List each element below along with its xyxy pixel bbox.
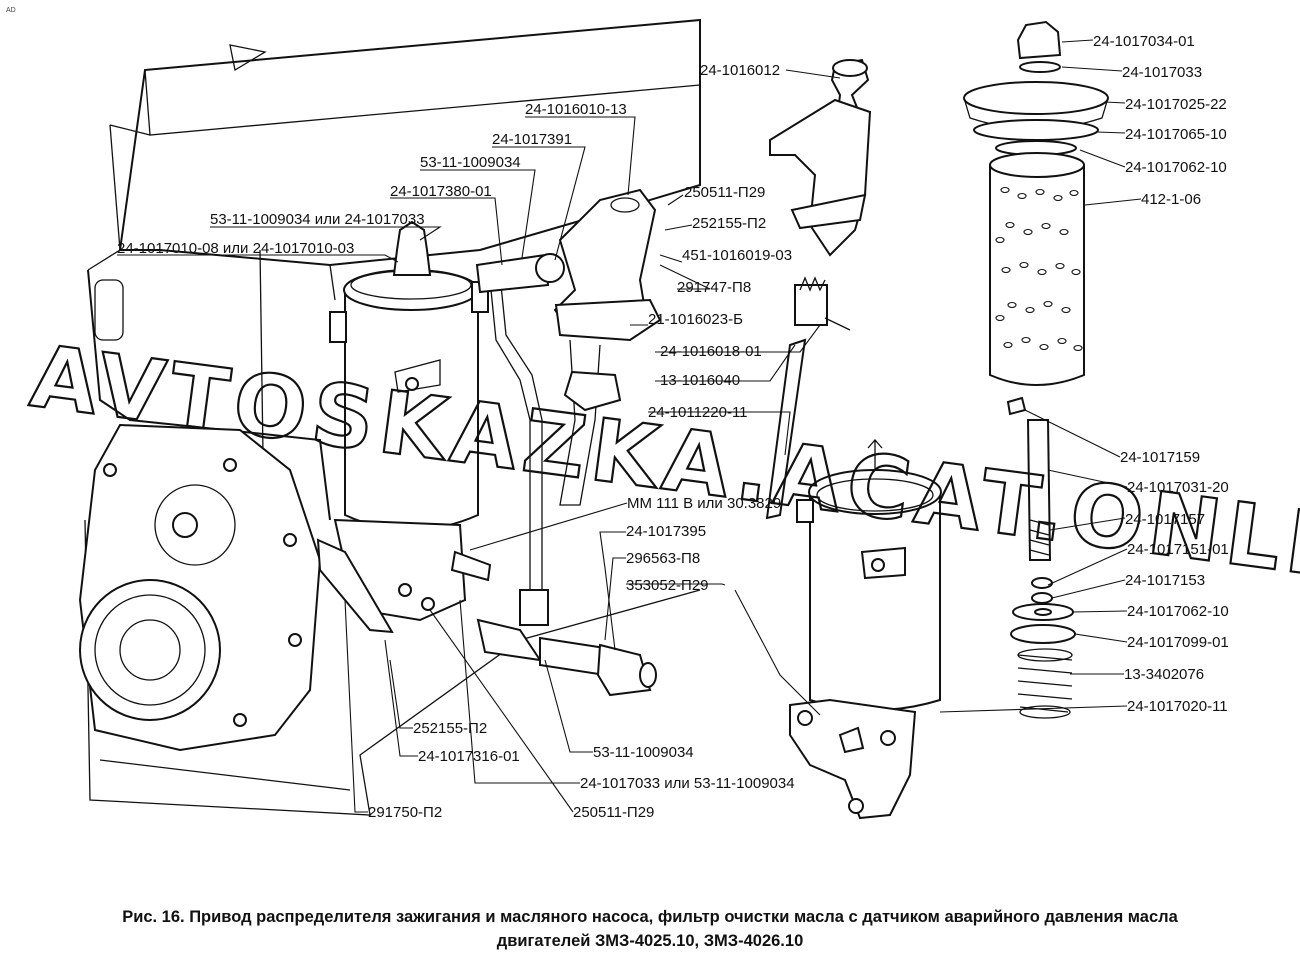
label-24-1011220-11: 24-1011220-11: [648, 404, 748, 421]
label-24-1017157: 24-1017157: [1125, 511, 1205, 528]
exploded-parts-diagram: AD: [6, 7, 1300, 821]
label-250511-p29-top: 250511-П29: [684, 184, 765, 201]
distributor-drive: [765, 58, 872, 520]
label-24-1017020-11: 24-1017020-11: [1127, 698, 1228, 715]
label-291747-p8: 291747-П8: [677, 279, 751, 296]
figure-caption: Рис. 16. Привод распределителя зажигания…: [0, 905, 1300, 953]
label-24-1017380-01: 24-1017380-01: [390, 183, 492, 200]
label-24-1017025-22: 24-1017025-22: [1125, 96, 1227, 113]
label-53-11-1009034-top: 53-11-1009034: [420, 154, 521, 171]
part-labels-left: 24-1016012 24-1016010-13 24-1017391 53-1…: [117, 62, 795, 821]
label-53-11-1009034-bottom: 53-11-1009034: [593, 744, 694, 761]
label-24-1016010-13: 24-1016010-13: [525, 101, 627, 118]
label-24-1017033: 24-1017033: [1122, 64, 1202, 81]
label-24-1017033-or-53-11-1009034: 24-1017033 или 53-11-1009034: [580, 775, 795, 792]
label-13-3402076: 13-3402076: [1124, 666, 1204, 683]
label-296563-p8: 296563-П8: [626, 550, 700, 567]
label-24-1017151-01: 24-1017151-01: [1127, 541, 1229, 558]
label-24-1016018-01: 24-1016018-01: [660, 343, 762, 360]
label-412-1-06: 412-1-06: [1141, 191, 1201, 208]
label-24-1017391: 24-1017391: [492, 131, 572, 148]
part-labels-right: 24-1017034-01 24-1017033 24-1017025-22 2…: [1093, 33, 1229, 715]
label-451-1016019-03: 451-1016019-03: [682, 247, 792, 264]
label-13-1016040: 13-1016040: [660, 372, 740, 389]
label-291750-p2: 291750-П2: [368, 804, 442, 821]
label-24-1017010: 24-1017010-08 или 24-1017010-03: [117, 240, 354, 257]
oil-pipe: [475, 253, 565, 626]
caption-line-2: двигателей ЗМЗ-4025.10, ЗМЗ-4026.10: [496, 932, 804, 950]
label-24-1017395: 24-1017395: [626, 523, 706, 540]
label-53-11-1009034-or-24-1017033: 53-11-1009034 или 24-1017033: [210, 211, 425, 228]
label-24-1017031-20: 24-1017031-20: [1127, 479, 1229, 496]
label-252155-p2-top: 252155-П2: [692, 215, 766, 232]
label-24-1017034-01: 24-1017034-01: [1093, 33, 1195, 50]
label-24-1017159: 24-1017159: [1120, 449, 1200, 466]
label-24-1017065-10: 24-1017065-10: [1125, 126, 1227, 143]
installed-oil-filter: [316, 220, 492, 634]
label-mm111v-or-30-3829: ММ 111 В или 30.3829: [627, 495, 781, 512]
caption-line-1: Рис. 16. Привод распределителя зажигания…: [122, 908, 1178, 926]
fittings: [476, 618, 657, 697]
label-24-1017153: 24-1017153: [1125, 572, 1205, 589]
filter-housing: [789, 439, 942, 820]
label-24-1017316-01: 24-1017316-01: [418, 748, 520, 765]
label-24-1017062-10-top: 24-1017062-10: [1125, 159, 1227, 176]
label-21-1016023-b: 21-1016023-Б: [648, 311, 743, 328]
filter-element: [989, 152, 1085, 386]
label-250511-p29-bottom: 250511-П29: [573, 804, 654, 821]
label-24-1017099-01: 24-1017099-01: [1127, 634, 1229, 651]
label-24-1016012: 24-1016012: [700, 62, 780, 79]
leader-lines: [117, 39, 1142, 813]
corner-mark: AD: [6, 7, 16, 14]
exploded-filter-cap: [963, 20, 1109, 156]
label-252155-p2-bottom: 252155-П2: [413, 720, 487, 737]
label-353052-p29: 353052-П29: [626, 577, 709, 594]
label-24-1017062-10-bottom: 24-1017062-10: [1127, 603, 1229, 620]
timing-cover: [78, 423, 322, 752]
distributor-drive-housing: [553, 188, 662, 506]
